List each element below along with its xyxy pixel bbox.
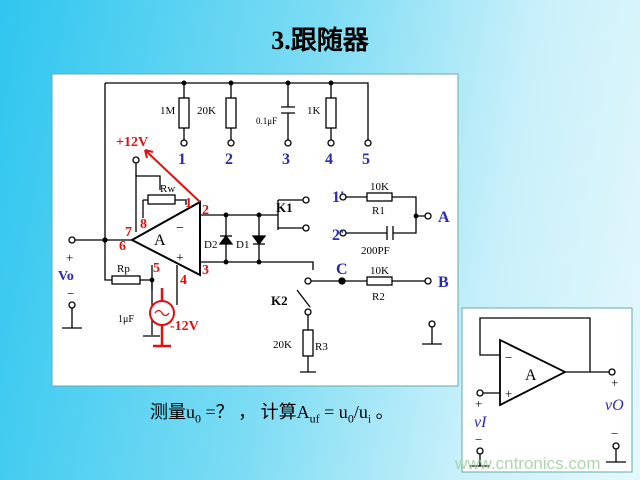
supply-pos-label: +12V [116,135,148,150]
terminal-label: 1 [178,151,186,168]
pin-label: 4 [180,273,187,288]
r1-value: 10K [370,181,389,193]
k1-label: K1 [276,200,293,215]
terminal-label: 3 [282,151,290,168]
terminal-label: 4 [325,151,333,168]
switch-1-label: 1' [332,189,344,206]
vi-minus-sign: − [475,432,482,447]
vo-output-label: vO [605,397,624,414]
terminal-label: 5 [362,151,370,168]
terminal-label: 2 [225,151,233,168]
watermark: www.cntronics.com [455,454,601,473]
r3-label: R3 [315,341,328,353]
inverting-input-sign: − [176,221,184,236]
follower-minus-sign: − [505,350,512,365]
node-b-label: B [438,274,449,291]
label-1k: 1K [307,105,321,117]
pin-label: 6 [119,239,126,254]
test-circuit-panel [51,73,459,387]
pin-label: 8 [140,217,147,232]
vo-plus-sign: + [611,375,618,390]
rp-label: Rp [117,263,130,275]
vo-label: Vo [58,269,74,284]
vi-plus-sign: + [475,396,482,411]
vo-minus-sign: − [67,286,74,301]
pin-label: 3 [202,263,209,278]
vo-plus-sign: + [66,250,73,265]
node-a-label: A [438,209,450,226]
rw-label: Rw [160,183,175,195]
noninverting-input-sign: + [176,251,184,266]
d2-label: D2 [204,239,217,251]
supply-neg-label: -12V [170,319,199,334]
pin-label: 7 [125,225,132,240]
capacitor-value: 200PF [361,245,390,257]
voltage-follower-panel [461,307,633,473]
k2-label: K2 [271,293,288,308]
vo-minus-sign: − [611,426,618,441]
label-0-1uf: 0.1μF [256,116,277,126]
label-1m: 1M [160,105,176,117]
switch-2-label: 2' [332,227,344,244]
pin-label: 5 [153,261,160,276]
opamp-label: A [154,232,166,249]
follower-labels: A − + + vI − + vO − [474,350,624,447]
follower-opamp-label: A [525,367,537,384]
pin-label: 2 [202,203,209,218]
r2-label: R2 [372,291,385,303]
label-20k: 20K [197,105,216,117]
r1-label: R1 [372,205,385,217]
cap-label: 1μF [118,314,134,325]
r2-value: 10K [370,265,389,277]
slide-title: 3.跟随器 [271,26,369,55]
follower-plus-sign: + [505,386,512,401]
vi-label: vI [474,414,487,431]
r3-value: 20K [273,339,292,351]
measurement-caption: 测量u0 =？ ， 计算Auf = u0/ui 。 [150,402,394,426]
d1-label: D1 [236,239,249,251]
node-c-label: C [336,261,348,278]
pin-label: 1 [185,196,192,211]
